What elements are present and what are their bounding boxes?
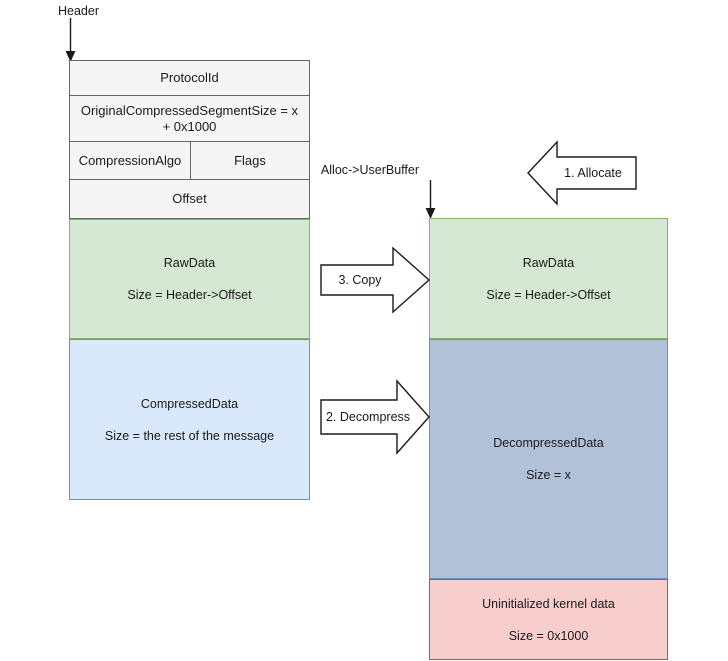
dest-block-uninitialized-kernel-data: Uninitialized kernel data Size = 0x1000 xyxy=(429,579,668,660)
dest-block-rawdata-size: Size = Header->Offset xyxy=(486,287,611,302)
header-field-compressionalgo-text: CompressionAlgo xyxy=(78,152,182,168)
dest-block-uninitialized-kernel-data-title: Uninitialized kernel data xyxy=(482,596,615,611)
header-field-flags-text: Flags xyxy=(234,152,266,168)
header-annotation-label: Header xyxy=(58,4,99,18)
dest-block-decompresseddata-title: DecompressedData xyxy=(493,436,604,450)
dest-block-uninitialized-kernel-data-size: Size = 0x1000 xyxy=(508,628,589,643)
source-block-compresseddata-title: CompressedData xyxy=(140,396,239,411)
step-copy-label: 3. Copy xyxy=(338,272,382,287)
header-field-protocolid: ProtocolId xyxy=(69,60,310,96)
step-decompress-label: 2. Decompress xyxy=(325,409,411,424)
header-field-protocolid-text: ProtocolId xyxy=(160,70,219,85)
source-block-rawdata: RawData Size = Header->Offset xyxy=(69,219,310,339)
source-block-rawdata-size: Size = Header->Offset xyxy=(127,288,252,302)
dest-block-decompresseddata: DecompressedData Size = x xyxy=(429,339,668,579)
header-field-offset: Offset xyxy=(69,179,310,219)
source-block-compresseddata: CompressedData Size = the rest of the me… xyxy=(69,339,310,500)
header-field-flags: Flags xyxy=(190,141,310,180)
source-block-compresseddata-size: Size = the rest of the message xyxy=(104,428,275,443)
header-pointer-arrow xyxy=(65,18,76,62)
dest-block-decompresseddata-size: Size = x xyxy=(526,468,571,482)
header-field-compressionalgo: CompressionAlgo xyxy=(69,141,191,180)
header-field-offset-text: Offset xyxy=(172,191,207,206)
dest-block-rawdata: RawData Size = Header->Offset xyxy=(429,218,668,339)
source-block-rawdata-title: RawData xyxy=(163,256,216,270)
header-field-originalcompressedsegmentsize-text: OriginalCompressedSegmentSize = x + 0x10… xyxy=(80,102,299,134)
alloc-pointer-arrow xyxy=(425,180,436,219)
alloc-userbuffer-label: Alloc->UserBuffer xyxy=(320,163,419,177)
step-allocate-label: 1. Allocate xyxy=(564,165,622,180)
header-field-originalcompressedsegmentsize: OriginalCompressedSegmentSize = x + 0x10… xyxy=(69,95,310,142)
dest-block-rawdata-title: RawData xyxy=(522,255,575,270)
